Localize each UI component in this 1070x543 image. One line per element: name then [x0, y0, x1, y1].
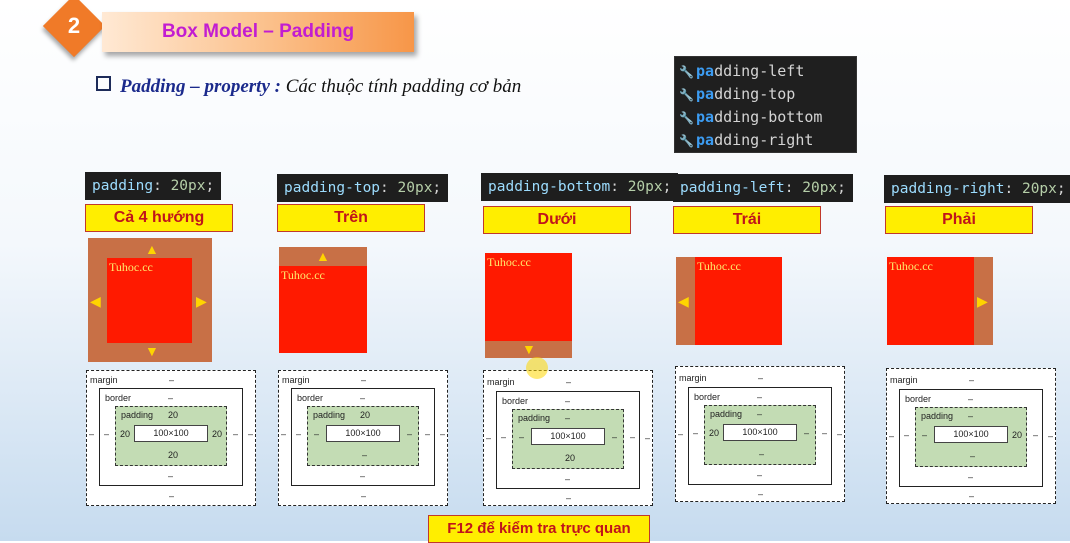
cursor-highlight	[526, 357, 548, 379]
autocomplete-item[interactable]: 🔧padding-right	[675, 129, 856, 152]
subtitle-bold: Padding – property :	[120, 76, 281, 97]
subtitle-rest: Các thuộc tính padding cơ bản	[285, 76, 522, 97]
box-model-diagram-top: margin – border – padding 20 – – 100×100…	[278, 370, 448, 506]
title-banner	[102, 12, 414, 52]
demo-box-bottom: Tuhoc.cc ▼	[485, 253, 572, 358]
box-model-diagram-right: margin – border – padding – – 20 100×100…	[886, 368, 1056, 504]
demo-box-top: Tuhoc.cc ▲	[279, 247, 367, 353]
label-left: Trái	[673, 206, 821, 234]
label-all-sides: Cả 4 hướng	[85, 204, 233, 232]
arrow-right-icon: ▶	[977, 293, 988, 309]
code-padding-left: padding-left: 20px;	[673, 174, 853, 202]
demo-box-left: Tuhoc.cc ◀	[676, 257, 782, 345]
autocomplete-popup: 🔧padding-left 🔧padding-top 🔧padding-bott…	[674, 56, 857, 153]
arrow-up-icon: ▲	[145, 241, 159, 257]
label-right: Phải	[885, 206, 1033, 234]
demo-text: Tuhoc.cc	[487, 255, 531, 269]
box-model-diagram-all: margin – border – padding 20 20 20 100×1…	[86, 370, 256, 506]
wrench-icon: 🔧	[679, 65, 694, 79]
code-padding-right: padding-right: 20px;	[884, 175, 1070, 203]
demo-text: Tuhoc.cc	[281, 268, 325, 282]
wrench-icon: 🔧	[679, 134, 694, 148]
wrench-icon: 🔧	[679, 88, 694, 102]
arrow-down-icon: ▼	[145, 343, 159, 359]
arrow-left-icon: ◀	[90, 293, 101, 309]
arrow-right-icon: ▶	[196, 293, 207, 309]
label-top: Trên	[277, 204, 425, 232]
code-padding-bottom: padding-bottom: 20px;	[481, 173, 679, 201]
footer-label: F12 để kiểm tra trực quan	[428, 515, 650, 543]
demo-text: Tuhoc.cc	[889, 259, 933, 273]
arrow-left-icon: ◀	[678, 293, 689, 309]
code-padding: padding: 20px;	[85, 172, 222, 200]
box-model-diagram-left: margin – border – padding – 20 – 100×100…	[675, 366, 845, 502]
demo-box-all: Tuhoc.cc ▲ ▼ ◀ ▶	[88, 238, 212, 362]
demo-content: Tuhoc.cc	[279, 266, 367, 353]
demo-content: Tuhoc.cc	[485, 253, 572, 341]
autocomplete-item[interactable]: 🔧padding-left	[675, 60, 856, 83]
wrench-icon: 🔧	[679, 111, 694, 125]
autocomplete-item[interactable]: 🔧padding-bottom	[675, 106, 856, 129]
demo-content: Tuhoc.cc	[107, 258, 192, 343]
arrow-down-icon: ▼	[522, 341, 536, 357]
slide-title: Box Model – Padding	[161, 21, 355, 42]
section-number: 2	[67, 13, 81, 38]
code-padding-top: padding-top: 20px;	[277, 174, 449, 202]
demo-text: Tuhoc.cc	[697, 259, 741, 273]
demo-content: Tuhoc.cc	[695, 257, 782, 345]
demo-content: Tuhoc.cc	[887, 257, 974, 345]
demo-box-right: Tuhoc.cc ▶	[887, 257, 993, 345]
box-model-diagram-bottom: margin – border – padding – – – 100×100 …	[483, 370, 653, 506]
demo-text: Tuhoc.cc	[109, 260, 153, 274]
checkbox-bullet-icon	[96, 76, 111, 91]
subtitle: Padding – property : Các thuộc tính padd…	[96, 76, 521, 98]
autocomplete-item[interactable]: 🔧padding-top	[675, 83, 856, 106]
arrow-up-icon: ▲	[316, 248, 330, 264]
label-bottom: Dưới	[483, 206, 631, 234]
